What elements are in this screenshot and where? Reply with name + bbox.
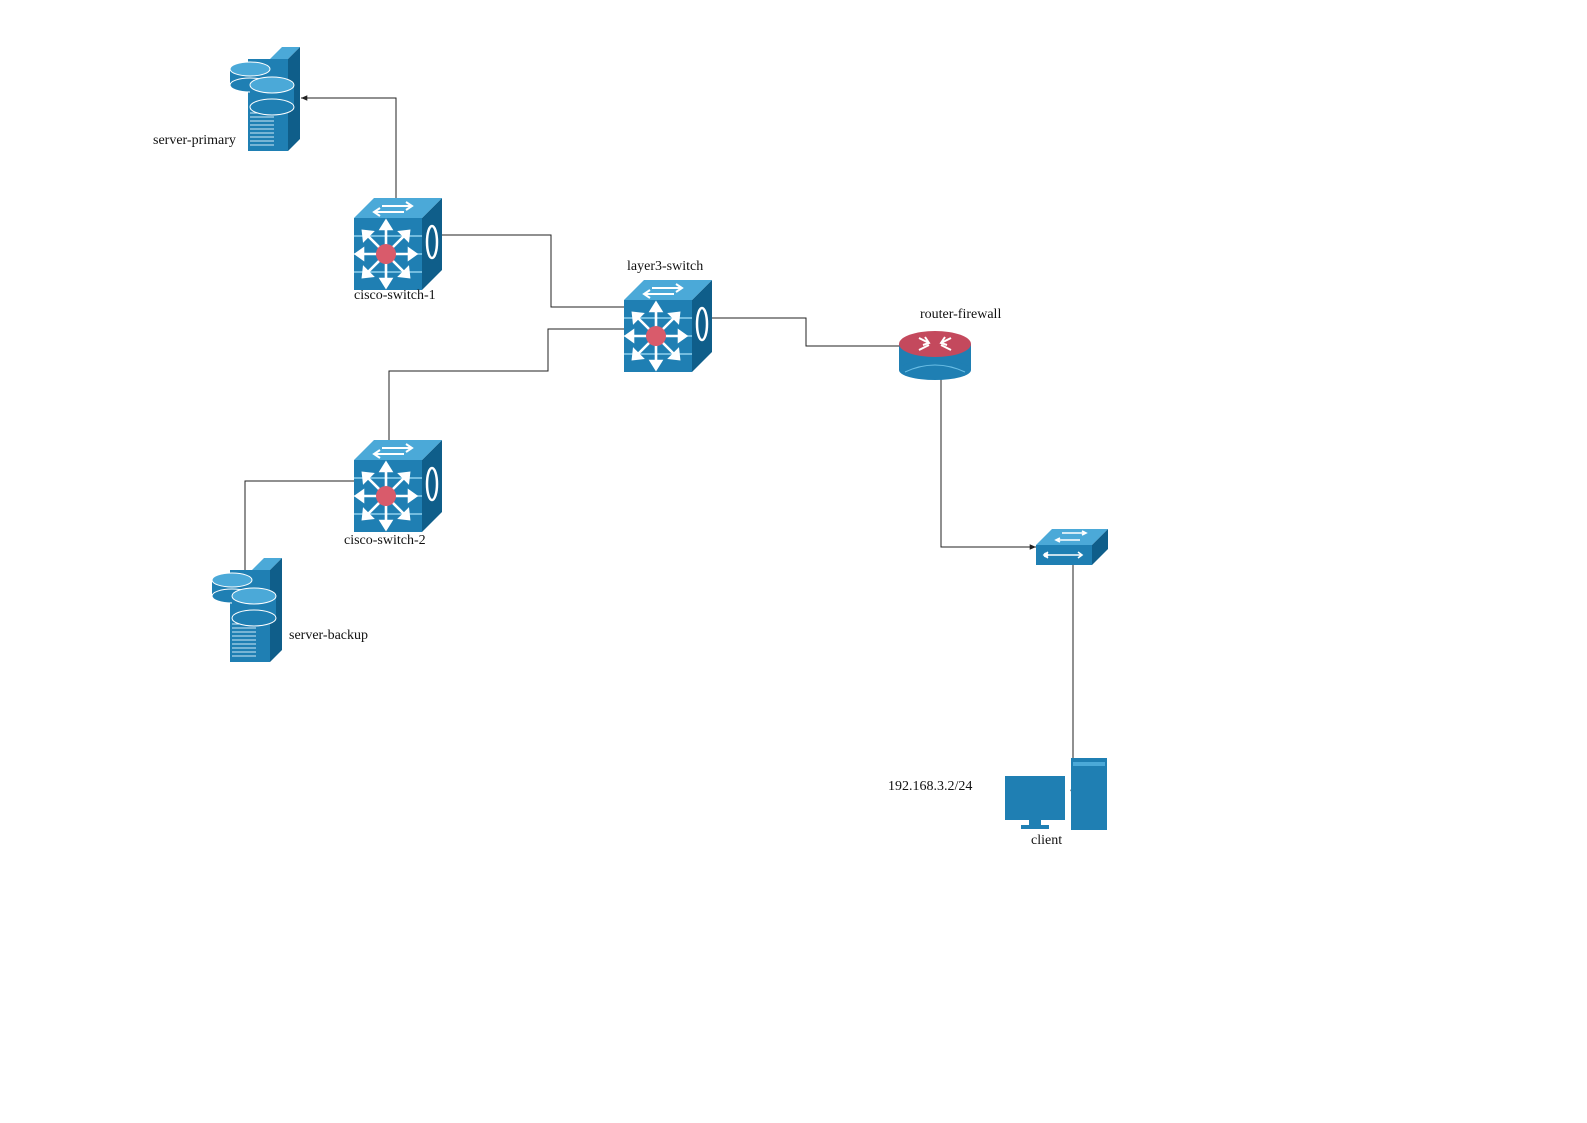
server-primary-icon[interactable]	[229, 46, 301, 152]
cisco-switch-2-label: cisco-switch-2	[344, 533, 426, 548]
client-label: client	[1031, 833, 1063, 848]
link-switch2-server-backup	[244, 480, 388, 604]
link-layer3-router	[704, 317, 940, 349]
link-router-access-switch	[940, 356, 1036, 550]
link-switch1-layer3	[438, 234, 659, 329]
router-firewall-label: router-firewall	[920, 307, 1002, 322]
access-switch-icon[interactable]	[1035, 528, 1109, 566]
cisco-switch-1-label: cisco-switch-1	[354, 288, 436, 303]
client-pc-icon[interactable]	[1005, 758, 1107, 830]
layer3-switch-icon[interactable]	[622, 278, 714, 374]
link-layer3-switch2	[386, 328, 656, 486]
server-backup-icon[interactable]	[211, 557, 283, 663]
server-backup-label: server-backup	[289, 628, 369, 643]
router-firewall-icon[interactable]	[898, 330, 972, 381]
server-primary-label: server-primary	[153, 133, 236, 148]
cisco-switch-2-icon[interactable]	[352, 438, 444, 534]
cisco-switch-1-icon[interactable]	[352, 196, 444, 292]
layer3-switch-label: layer3-switch	[627, 259, 704, 274]
client-ip-annotation: 192.168.3.2/24	[888, 779, 973, 794]
